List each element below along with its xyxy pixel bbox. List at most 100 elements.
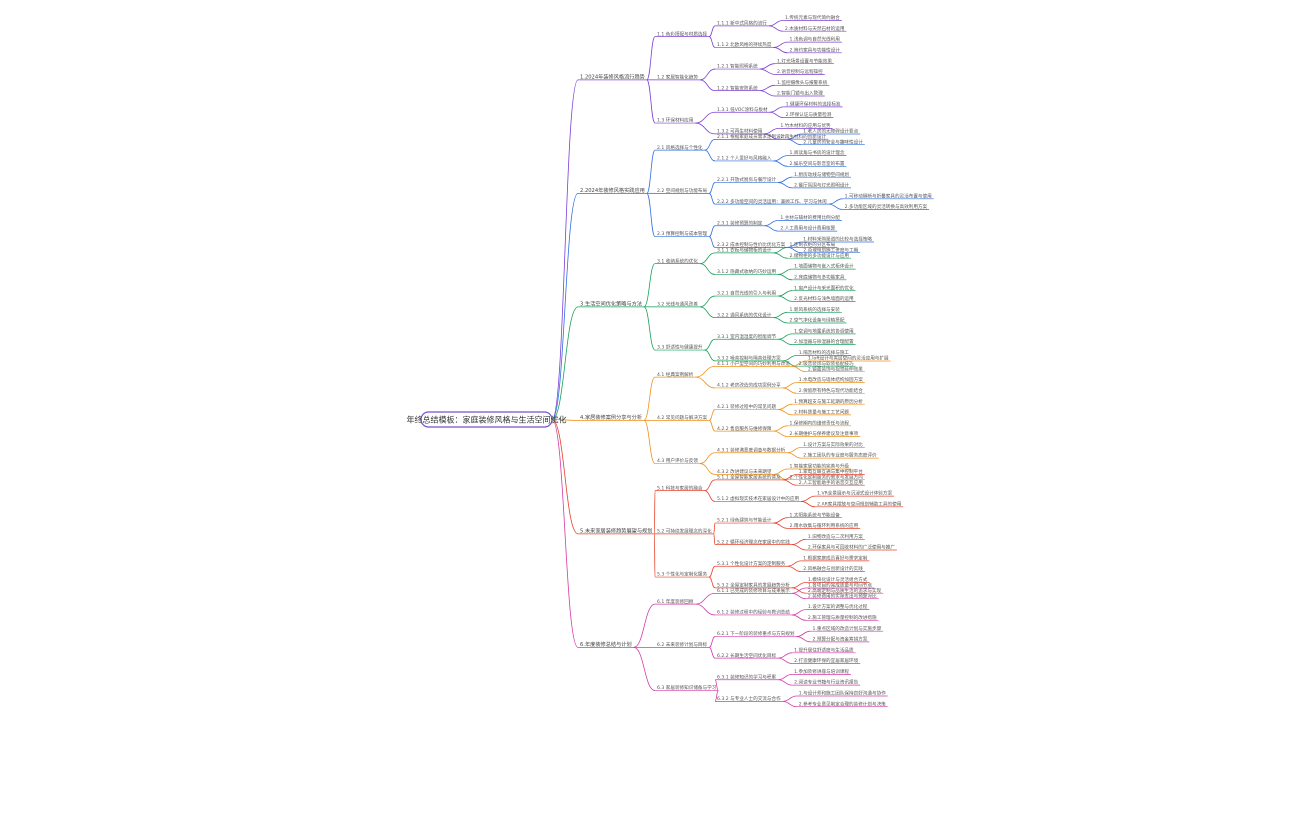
leaf-node[interactable]: 1.空调与地暖系统的协调使用 — [792, 328, 856, 335]
leaf-node[interactable]: 1.灯光场景设置与节能效果 — [775, 57, 834, 64]
topic-node[interactable]: 1.2 家居智能化趋势 — [655, 73, 700, 80]
leaf-node[interactable]: 2.预算分配与资金筹措方案 — [810, 636, 870, 643]
leaf-node[interactable]: 1.设计方案与实际效果的对比 — [801, 441, 865, 448]
subtopic-node[interactable]: 5.1.2 虚拟现实技术在家居设计中的应用 — [715, 495, 802, 502]
leaf-node[interactable]: 1.主材与辅材的费用比例分配 — [778, 214, 842, 221]
subtopic-node[interactable]: 2.1.2 个人爱好与风格融入 — [715, 155, 774, 162]
subtopic-node[interactable]: 4.3.1 装修满意度调查与数据分析 — [715, 446, 788, 453]
leaf-node[interactable]: 1.厨房动线与储物空间规划 — [792, 171, 852, 178]
leaf-node[interactable]: 1.隔音材料的选择与施工 — [796, 349, 852, 356]
leaf-node[interactable]: 2.打造健康环保的宜居家居环境 — [792, 657, 861, 664]
leaf-node[interactable]: 1.太阳能系统与节能设备 — [787, 511, 842, 518]
branch-node[interactable]: 4.家居装修案例分享与分析 — [578, 413, 645, 421]
leaf-node[interactable]: 2.多功能区域的灵活转换与高效利用方案 — [842, 203, 930, 210]
subtopic-node[interactable]: 6.2.2 长期生活空间优化目标 — [715, 652, 779, 659]
leaf-node[interactable]: 2.个性化定制服务的需求与发展方向 — [787, 473, 865, 480]
leaf-node[interactable]: 2.空气净化设备与绿植搭配 — [787, 317, 847, 324]
topic-node[interactable]: 6.2 未来装修计划与目标 — [655, 641, 710, 648]
leaf-node[interactable]: 2.保留原有特色与现代功能结合 — [796, 387, 865, 394]
subtopic-node[interactable]: 3.1.1 衣柜与储物柜的设计 — [715, 246, 774, 253]
leaf-node[interactable]: 2.儿童房的安全与趣味性设计 — [801, 138, 865, 145]
subtopic-node[interactable]: 1.3.1 低VOC涂料与板材 — [715, 106, 770, 113]
subtopic-node[interactable]: 4.2.2 售后服务与维修保障 — [715, 425, 774, 432]
subtopic-node[interactable]: 6.1.2 装修过程中的经验与教训总结 — [715, 609, 792, 616]
leaf-node[interactable]: 2.高端定制与品质生活的追求与实现 — [805, 587, 884, 594]
leaf-node[interactable]: 2.环保认证与质量检测 — [783, 111, 834, 118]
leaf-node[interactable]: 2.装修费用的实际支出与预算对比 — [805, 592, 879, 599]
branch-node[interactable]: 3.生活空间优化策略与方法 — [578, 299, 645, 307]
leaf-node[interactable]: 2.合理规划施工进度与工期 — [801, 246, 861, 253]
leaf-node[interactable]: 1.VR全景展示与沉浸式设计体验方案 — [815, 490, 895, 497]
leaf-node[interactable]: 2.木质材料与天然石材的运用 — [782, 25, 847, 32]
leaf-node[interactable]: 2.施工管理与质量控制的改进措施 — [805, 614, 879, 621]
topic-node[interactable]: 2.2 空间规划与功能布局 — [655, 187, 710, 194]
leaf-node[interactable]: 2.人工智能助手的语音交互应用 — [796, 479, 865, 486]
leaf-node[interactable]: 1.监控摄像头与报警系统 — [775, 79, 830, 86]
subtopic-node[interactable]: 3.2.2 通风系统的优化设计 — [715, 311, 774, 318]
subtopic-node[interactable]: 5.1.1 全屋智能家居系统的普及 — [715, 473, 783, 480]
leaf-node[interactable]: 1.水电改造与墙体结构加固方案 — [796, 376, 865, 383]
leaf-node[interactable]: 1.竹木材料的应用与优势 — [778, 122, 833, 129]
subtopic-node[interactable]: 6.3.1 装修知识的学习与积累 — [715, 673, 779, 680]
leaf-node[interactable]: 1.阅读角与书房的设计理念 — [787, 149, 847, 156]
topic-node[interactable]: 4.2 常见问题与解决方案 — [655, 414, 710, 421]
leaf-node[interactable]: 2.人工费用与设计费用核算 — [778, 225, 838, 232]
leaf-node[interactable]: 2.雨水收集与循环利用系统的应用 — [787, 522, 861, 529]
leaf-node[interactable]: 1.与设计师和施工团队保持良好沟通与协作 — [796, 690, 888, 697]
subtopic-node[interactable]: 3.2.1 自然光线的引入与利用 — [715, 290, 779, 297]
leaf-node[interactable]: 2.阅读专业书籍与行业资讯报告 — [792, 679, 861, 686]
leaf-node[interactable]: 1.参加装修讲座与培训课程 — [792, 668, 852, 675]
subtopic-node[interactable]: 6.2.1 下一阶段的装修重点与方向规划 — [715, 630, 797, 637]
topic-node[interactable]: 3.2 光线与通风改善 — [655, 300, 700, 307]
subtopic-node[interactable]: 2.3.1 装修预算的制定 — [715, 219, 765, 226]
subtopic-node[interactable]: 3.3.2 噪音控制与隔音处理方案 — [715, 354, 783, 361]
subtopic-node[interactable]: 5.2.1 绿色建筑与节能设计 — [715, 517, 774, 524]
topic-node[interactable]: 6.3 家居装修知识储备与学习 — [655, 684, 719, 691]
leaf-node[interactable]: 2.娱乐空间与影音室的布置 — [787, 160, 847, 167]
subtopic-node[interactable]: 4.2.1 装修过程中的常见问题 — [715, 403, 779, 410]
leaf-node[interactable]: 2.环保家具与可回收材料的广泛使用与推广 — [805, 544, 897, 551]
leaf-node[interactable]: 2.加湿器与除湿器的合理配置 — [792, 338, 856, 345]
leaf-node[interactable]: 2.AR家具摆放与空间规划辅助工具的使用 — [815, 500, 904, 507]
leaf-node[interactable]: 1.窗户设计与采光面积的优化 — [792, 284, 856, 291]
subtopic-node[interactable]: 1.1.2 北欧风格的持续热度 — [715, 41, 774, 48]
subtopic-node[interactable]: 2.2.2 多功能空间的灵活运用：兼顾工作、学习与休闲 — [715, 198, 829, 205]
topic-node[interactable]: 1.1 色彩搭配与材质选择 — [655, 30, 710, 37]
subtopic-node[interactable]: 6.1.1 已完成的装修项目与成果展示 — [715, 587, 792, 594]
topic-node[interactable]: 2.1 风格选择与个性化 — [655, 144, 705, 151]
leaf-node[interactable]: 1.材料采购渠道的比较与选择策略 — [801, 236, 874, 243]
leaf-node[interactable]: 1.智能家居功能的完善与升级 — [787, 463, 852, 470]
leaf-node[interactable]: 2.床底储物与多功能家具 — [792, 273, 847, 280]
topic-node[interactable]: 4.3 用户评价与反馈 — [655, 457, 700, 464]
leaf-node[interactable]: 1.定制衣柜的分区布局 — [787, 241, 838, 248]
subtopic-node[interactable]: 5.3.2 全屋定制家具的发展趋势分析 — [715, 581, 792, 588]
leaf-node[interactable]: 2.储物柜的多功能设计与应用 — [787, 252, 852, 259]
leaf-node[interactable]: 1.新风系统的选择与安装 — [787, 306, 842, 313]
subtopic-node[interactable]: 2.3.2 成本控制与性价比优化方案 — [715, 241, 788, 248]
leaf-node[interactable]: 1.模块化设计与灵活组合方式 — [805, 576, 870, 583]
topic-node[interactable]: 4.1 经典案例解析 — [655, 371, 696, 378]
leaf-node[interactable]: 2.语音控制与远程操控 — [775, 68, 825, 75]
leaf-node[interactable]: 1.重点区域的改造计划与实施步骤 — [810, 625, 884, 632]
subtopic-node[interactable]: 3.1.2 隐藏式收纳的巧妙运用 — [715, 268, 779, 275]
leaf-node[interactable]: 2.餐厅氛围与灯光照明设计 — [792, 182, 852, 189]
leaf-node[interactable]: 1.根据家庭成员喜好与需求定制 — [801, 555, 870, 562]
branch-node[interactable]: 2.2024年装修风格实践应用 — [578, 186, 647, 194]
branch-node[interactable]: 6.年度装修总结与计划 — [578, 640, 634, 648]
leaf-node[interactable]: 2.材料质量与施工工艺问题 — [792, 409, 852, 416]
leaf-node[interactable]: 2.吸音装饰与软装搭配技巧 — [796, 360, 856, 367]
leaf-node[interactable]: 2.简约家具与功能性设计 — [787, 46, 842, 53]
subtopic-node[interactable]: 1.3.2 可再生材料使用 — [715, 127, 765, 134]
leaf-node[interactable]: 1.预算超支与施工延期的原因分析 — [792, 398, 865, 405]
topic-node[interactable]: 5.2 可持续发展理念的深化 — [655, 527, 714, 534]
subtopic-node[interactable]: 4.3.2 改进建议与未来期望 — [715, 468, 774, 475]
topic-node[interactable]: 6.1 年度装修回顾 — [655, 598, 696, 605]
leaf-node[interactable]: 1.各项目的完成质量与时间节点 — [805, 582, 874, 589]
topic-node[interactable]: 3.1 收纳系统的优化 — [655, 257, 700, 264]
leaf-node[interactable]: 2.参考专业意见制定合理的装修计划与决策 — [796, 700, 888, 707]
branch-node[interactable]: 5.未来家居装修趋势展望与规划 — [578, 526, 655, 534]
leaf-node[interactable]: 2.长期维护与保养建议及注意事项 — [787, 430, 861, 437]
subtopic-node[interactable]: 1.2.1 智能照明系统 — [715, 63, 760, 70]
subtopic-node[interactable]: 5.3.1 个性化设计方案的定制服务 — [715, 560, 788, 567]
leaf-node[interactable]: 1.提升居住舒适度与生活品质 — [792, 646, 856, 653]
